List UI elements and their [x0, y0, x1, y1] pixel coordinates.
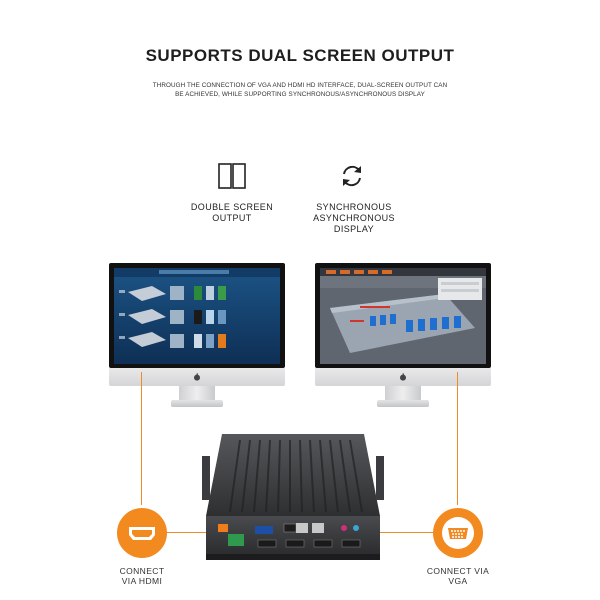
- connect-label-line: VIA HDMI: [121, 576, 163, 586]
- connect-label-line: CONNECT VIA: [426, 566, 490, 576]
- right-monitor: [315, 263, 491, 409]
- page-title: SUPPORTS DUAL SCREEN OUTPUT: [145, 46, 455, 65]
- left-monitor-screen: [114, 268, 280, 364]
- connect-label-line: CONNECT: [119, 566, 165, 576]
- mini-pc-device: [202, 434, 384, 560]
- connect-vga-label: CONNECT VIA VGA: [418, 566, 498, 586]
- feature-sync-async: SYNCHRONOUS ASYNCHRONOUS DISPLAY: [298, 202, 410, 235]
- feature-label-line: DOUBLE SCREEN: [190, 202, 274, 212]
- vga-connector-line: [457, 372, 458, 505]
- connect-hdmi-label: CONNECT VIA HDMI: [102, 566, 182, 586]
- apple-logo-icon: [400, 373, 406, 381]
- subtitle-line-1: THROUGH THE CONNECTION OF VGA AND HDMI H…: [152, 82, 448, 89]
- hdmi-port-icon: [129, 527, 155, 540]
- subtitle-line-2: BE ACHIEVED, WHILE SUPPORTING SYNCHRONOU…: [175, 91, 425, 98]
- feature-double-screen: DOUBLE SCREEN OUTPUT: [177, 202, 287, 224]
- right-monitor-screen: [320, 268, 486, 364]
- feature-label-line: ASYNCHRONOUS: [313, 213, 395, 223]
- double-screen-icon: [218, 163, 246, 189]
- vga-port-icon: [442, 517, 474, 549]
- hdmi-branch-line: [164, 532, 227, 533]
- feature-label-line: OUTPUT: [212, 213, 252, 223]
- sync-arrows-icon: [343, 165, 361, 187]
- hdmi-connector-line: [141, 372, 142, 505]
- vga-badge: [433, 508, 483, 558]
- connect-label-line: VGA: [448, 576, 468, 586]
- hdmi-badge: [117, 508, 167, 558]
- apple-logo-icon: [194, 373, 200, 381]
- feature-label-line: SYNCHRONOUS: [316, 202, 392, 212]
- left-monitor: [109, 263, 285, 409]
- page-subtitle: THROUGH THE CONNECTION OF VGA AND HDMI H…: [90, 81, 510, 99]
- feature-label-line: DISPLAY: [333, 224, 375, 234]
- vga-branch-line: [372, 532, 434, 533]
